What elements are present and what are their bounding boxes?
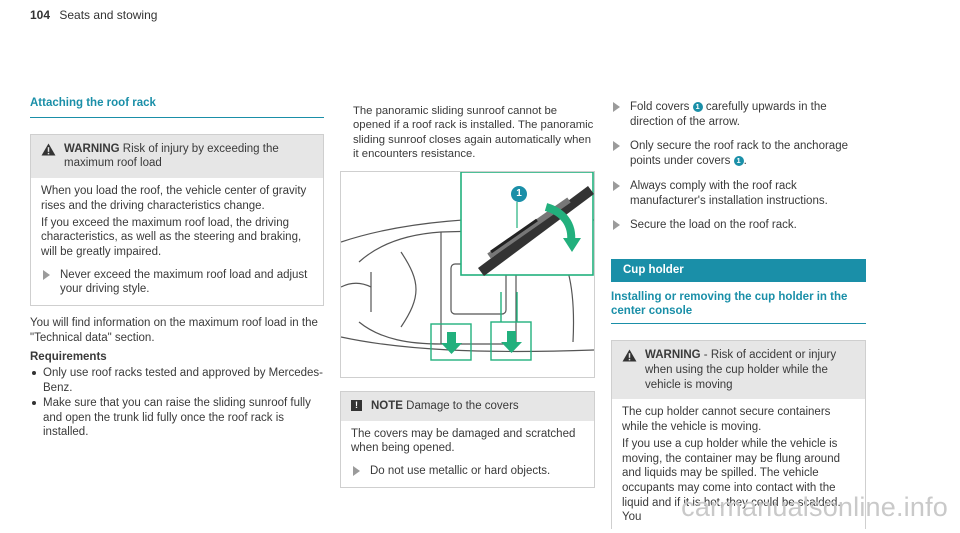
roof-warning-head: WARNING Risk of injury by exceeding the … <box>31 134 323 179</box>
note-box: ! NOTE Damage to the covers The covers m… <box>340 390 595 488</box>
warning-label: WARNING <box>64 142 120 155</box>
column-middle: The panoramic sliding sunroof cannot be … <box>340 104 595 488</box>
cup-warning-box: WARNING - Risk of accident or injury whe… <box>611 340 866 530</box>
note-heading: NOTE Damage to the covers <box>371 399 519 414</box>
cup-warning-line-1: The cup holder cannot secure containers … <box>622 406 831 434</box>
column-right: Fold covers 1 carefully upwards in the d… <box>611 100 866 530</box>
warning-label: WARNING <box>645 349 701 362</box>
roof-rack-figure: 1 <box>340 170 595 378</box>
cup-holder-bar-title: Cup holder <box>611 259 866 282</box>
note-label: NOTE <box>371 399 403 412</box>
car-top-view-illustration <box>340 171 595 361</box>
step-arrow-icon <box>613 180 620 191</box>
roof-load-info: You will find information on the maximum… <box>30 317 318 344</box>
warning-triangle-icon <box>41 143 56 156</box>
note-head: ! NOTE Damage to the covers <box>341 391 594 421</box>
note-heading-text: Damage to the covers <box>402 399 519 412</box>
callout-1: 1 <box>733 156 744 167</box>
page-number: 104 <box>30 8 51 22</box>
warning-step: Never exceed the maximum roof load and a… <box>41 268 313 297</box>
requirements-continued: The panoramic sliding sunroof cannot be … <box>340 104 595 162</box>
callout-1: 1 <box>692 102 703 112</box>
instruction-step: Secure the load on the roof rack. <box>611 218 866 233</box>
instruction-step: Always comply with the roof rack manufac… <box>611 179 866 208</box>
instruction-step: Fold covers 1 carefully upwards in the d… <box>611 100 866 129</box>
list-item: Make sure that you can raise the sliding… <box>30 396 324 440</box>
step-arrow-icon <box>353 465 360 476</box>
figure-callout-1: 1 <box>511 185 527 202</box>
column-left: Attaching the roof rack WARNING Risk of … <box>30 96 324 440</box>
cup-warning-body: The cup holder cannot secure containers … <box>612 399 865 529</box>
list-item: The panoramic sliding sunroof cannot be … <box>353 105 594 161</box>
step-arrow-icon <box>43 269 50 280</box>
warning-step-text: Never exceed the maximum roof load and a… <box>60 268 308 296</box>
step-arrow-icon <box>613 102 620 112</box>
warning-heading-text: Risk of injury by exceeding the maximum … <box>64 142 279 170</box>
step-arrow-icon <box>613 141 620 152</box>
note-body: The covers may be damaged and scratched … <box>341 421 594 487</box>
note-step: Do not use metallic or hard objects. <box>351 464 584 479</box>
roof-warning-body: When you load the roof, the vehicle cent… <box>31 178 323 305</box>
requirements-label: Requirements <box>30 350 107 363</box>
instruction-step: Only secure the roof rack to the anchora… <box>611 139 866 168</box>
roof-warning-heading: WARNING Risk of injury by exceeding the … <box>64 142 315 171</box>
cup-warning-heading: WARNING - Risk of accident or injury whe… <box>645 348 857 392</box>
roof-rack-title: Attaching the roof rack <box>30 96 324 118</box>
list-item: Only use roof racks tested and approved … <box>30 366 324 395</box>
bullet-icon <box>32 400 36 405</box>
watermark: carmanualsonline.info <box>681 492 948 523</box>
cup-holder-subtitle: Installing or removing the cup holder in… <box>611 290 866 325</box>
section-name: Seats and stowing <box>59 8 158 22</box>
warning-heading-text: - Risk of accident or injury when using … <box>645 349 837 391</box>
warning-body-line-2: If you exceed the maximum roof load, the… <box>41 216 302 259</box>
page-header: 104 Seats and stowing <box>30 8 157 23</box>
step-arrow-icon <box>613 220 620 231</box>
note-exclamation-icon: ! <box>351 399 362 411</box>
warning-body-line-1: When you load the roof, the vehicle cent… <box>41 185 307 212</box>
requirements-list: Only use roof racks tested and approved … <box>30 366 324 440</box>
bullet-icon <box>32 371 36 376</box>
cup-warning-line-2: If you use a cup holder while the vehicl… <box>622 437 841 524</box>
note-step-text: Do not use metallic or hard objects. <box>370 464 551 477</box>
roof-warning-box: WARNING Risk of injury by exceeding the … <box>30 133 324 307</box>
warning-triangle-icon <box>622 349 637 362</box>
note-body-text: The covers may be damaged and scratched … <box>351 427 576 455</box>
cup-warning-head: WARNING - Risk of accident or injury whe… <box>612 341 865 400</box>
